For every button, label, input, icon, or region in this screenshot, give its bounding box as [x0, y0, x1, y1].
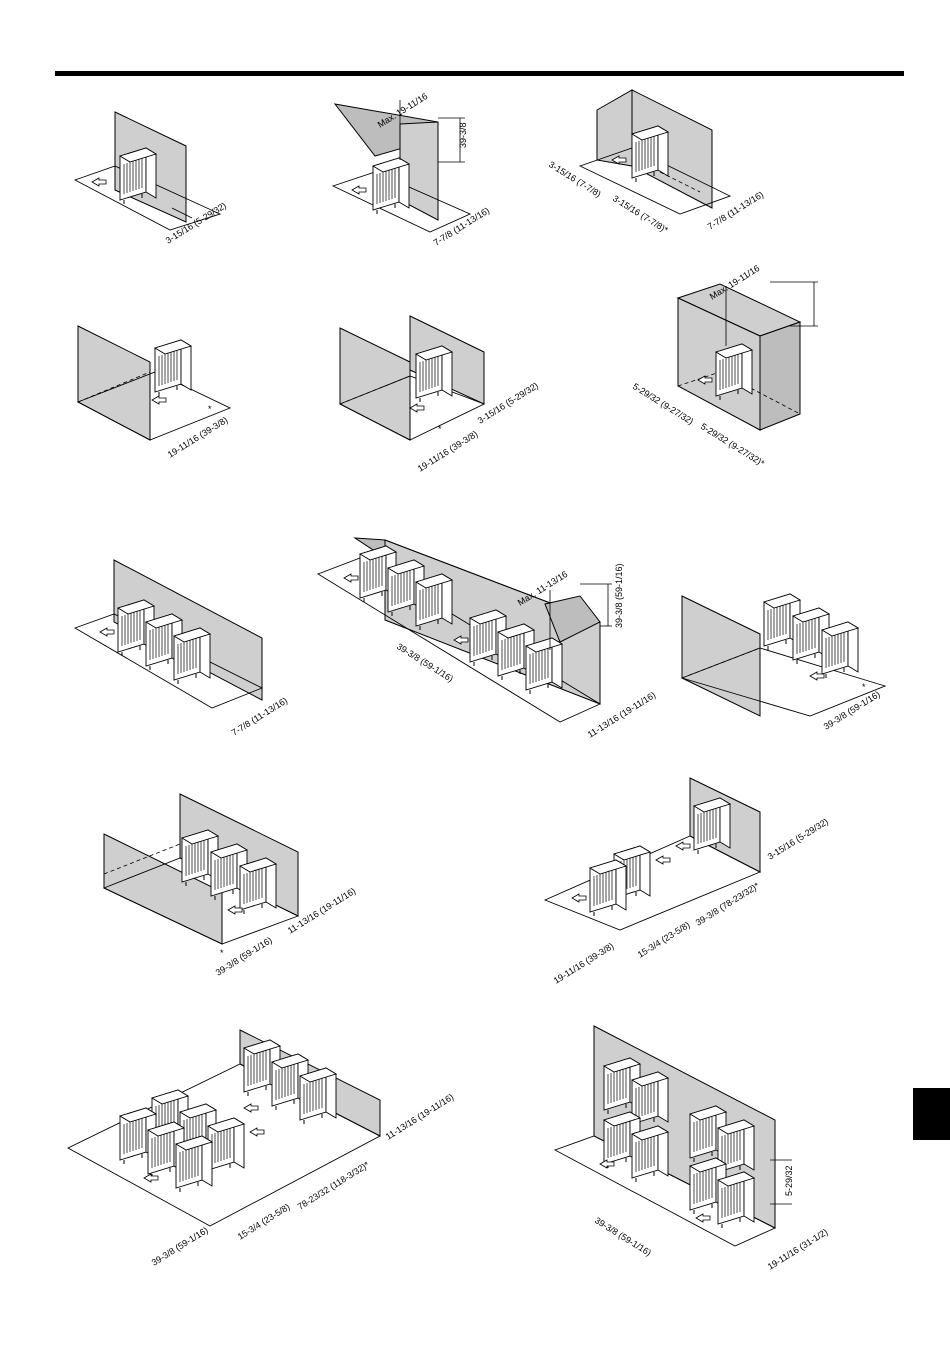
- fig12-label-1: 78-23/32 (118-3/32)*: [296, 1159, 372, 1211]
- fig13-label-1: 39-3/8 (59-1/16): [593, 1215, 653, 1258]
- header-rule: [55, 71, 904, 76]
- fig10-label-0: *: [220, 948, 224, 958]
- fig12-label-0: 11-13/16 (19-11/16): [384, 1092, 456, 1142]
- fig5-label-2: 3-15/16 (5-29/32): [476, 380, 540, 425]
- figure-1: 3-15/16 (5-29/32): [73, 111, 228, 246]
- fig11-label-1: 39-3/8 (78-23/32)*: [694, 880, 762, 927]
- fig9-label-1: 39-3/8 (59-1/16): [822, 689, 882, 732]
- fig9-label-0: *: [862, 682, 866, 692]
- figure-10: * 39-3/8 (59-1/16) 11-13/16 (19-11/16): [102, 793, 357, 978]
- fig7-label-0: 7-7/8 (11-13/16): [230, 695, 289, 737]
- figure-3: 3-15/16 (7-7/8) 3-15/16 (7-7/8)* 7-7/8 (…: [547, 89, 765, 235]
- figure-2: Max. 19-11/16 39-3/8 7-7/8 (11-13/16): [331, 91, 491, 248]
- fig2-label-2: 7-7/8 (11-13/16): [432, 205, 491, 247]
- figure-5: * 19-11/16 (39-3/8) 3-15/16 (5-29/32): [338, 315, 540, 474]
- fig4-label-1: 19-11/16 (39-3/8): [166, 415, 230, 460]
- fig3-label-2: 7-7/8 (11-13/16): [706, 189, 765, 231]
- section-tab: [913, 1088, 950, 1140]
- figure-9: * 39-3/8 (59-1/16): [680, 593, 887, 732]
- fig8-label-2: 39-3/8 (59-1/16): [395, 641, 455, 684]
- fig5-label-0: *: [438, 424, 442, 434]
- fig11-label-0: 3-15/16 (5-29/32): [766, 816, 830, 861]
- fig4-label-0: *: [208, 404, 212, 414]
- fig3-label-1: 3-15/16 (7-7/8)*: [611, 193, 670, 235]
- fig11-label-3: 19-11/16 (39-3/8): [552, 941, 616, 986]
- fig3-label-0: 3-15/16 (7-7/8): [547, 159, 603, 199]
- fig5-label-1: 19-11/16 (39-3/8): [416, 429, 480, 474]
- fig13-label-2: 19-11/16 (31-1/2): [766, 1227, 830, 1272]
- fig12-label-3: 39-3/8 (59-1/16): [150, 1225, 210, 1268]
- fig2-label-1: 39-3/8: [458, 122, 468, 148]
- figure-8: Max. 11-13/16 39-3/8 (59-1/16) 39-3/8 (5…: [316, 537, 657, 740]
- figure-4: * 19-11/16 (39-3/8): [76, 325, 232, 460]
- figure-13: 5-29/32 39-3/8 (59-1/16) 19-11/16 (31-1/…: [553, 1025, 830, 1272]
- figure-6: Max. 19-11/16 5-29/32 (9-27/32) 5-29/32 …: [631, 263, 818, 469]
- fig8-label-1: 39-3/8 (59-1/16): [614, 563, 624, 628]
- figure-7: 7-7/8 (11-13/16): [73, 559, 289, 738]
- fig13-label-0: 5-29/32: [784, 1165, 794, 1196]
- figure-11: 3-15/16 (5-29/32) 39-3/8 (78-23/32)* 15-…: [543, 777, 830, 986]
- fig11-label-2: 15-3/4 (23-5/8): [636, 920, 692, 960]
- figure-12: 11-13/16 (19-11/16) 78-23/32 (118-3/32)*…: [67, 1029, 456, 1268]
